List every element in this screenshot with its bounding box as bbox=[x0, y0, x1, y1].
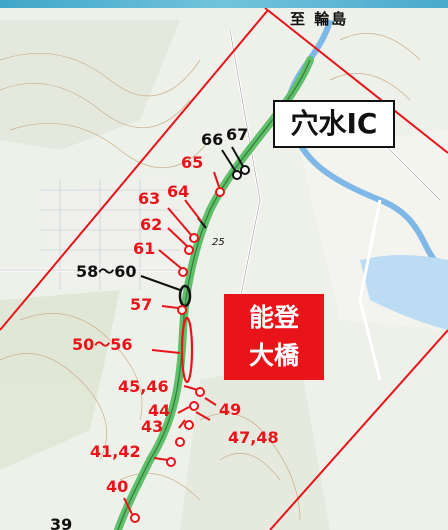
label-50-56: 50～56 bbox=[72, 335, 133, 354]
label-58-60: 58～60 bbox=[76, 262, 137, 281]
marker-66 bbox=[232, 170, 242, 180]
marker-44 bbox=[184, 420, 194, 430]
marker-65 bbox=[215, 187, 225, 197]
label-61: 61 bbox=[133, 239, 155, 258]
expressway-center bbox=[117, 59, 311, 530]
field-grid bbox=[40, 180, 180, 290]
bridge-label-line1: 能登 bbox=[248, 303, 299, 332]
marker-62 bbox=[184, 245, 194, 255]
label-66: 66 bbox=[201, 130, 223, 149]
marker-49 bbox=[189, 401, 199, 411]
label-43: 43 bbox=[141, 417, 163, 436]
marker-45-46 bbox=[195, 387, 205, 397]
marker-61 bbox=[178, 267, 188, 277]
label-63: 63 bbox=[138, 189, 160, 208]
top-color-band bbox=[0, 0, 448, 8]
label-57: 57 bbox=[130, 295, 152, 314]
road-number: 25 bbox=[212, 237, 225, 248]
label-40: 40 bbox=[106, 477, 128, 496]
label-47-48: 47,48 bbox=[228, 428, 279, 447]
section-boundary-right bbox=[269, 329, 448, 530]
interchange-label: 穴水IC bbox=[273, 100, 395, 148]
bridge-label: 能登 大橋 bbox=[224, 294, 324, 380]
bay bbox=[360, 255, 448, 330]
direction-label: 至 輪島 bbox=[290, 10, 349, 28]
marker-63 bbox=[189, 233, 199, 243]
section-boundary-left bbox=[0, 9, 269, 331]
label-62: 62 bbox=[140, 215, 162, 234]
marker-40 bbox=[130, 513, 140, 523]
marker-67 bbox=[240, 165, 250, 175]
bridge-label-line2: 大橋 bbox=[248, 341, 299, 370]
marker-57 bbox=[177, 305, 187, 315]
section-boundary bbox=[264, 7, 448, 154]
marker-41-42 bbox=[166, 457, 176, 467]
leader-lines-red bbox=[123, 171, 220, 515]
label-45-46: 45,46 bbox=[118, 377, 169, 396]
contour-lines bbox=[0, 33, 421, 521]
leader-lines-black bbox=[140, 146, 245, 291]
bridge-span-50-56 bbox=[180, 316, 194, 384]
label-39: 39 bbox=[50, 515, 72, 530]
label-67: 67 bbox=[226, 125, 248, 144]
label-64: 64 bbox=[167, 182, 189, 201]
label-49: 49 bbox=[219, 400, 241, 419]
point-markers bbox=[130, 165, 250, 523]
marker-43 bbox=[175, 437, 185, 447]
label-41-42: 41,42 bbox=[90, 442, 141, 461]
label-44: 44 bbox=[148, 401, 170, 420]
label-65: 65 bbox=[181, 153, 203, 172]
